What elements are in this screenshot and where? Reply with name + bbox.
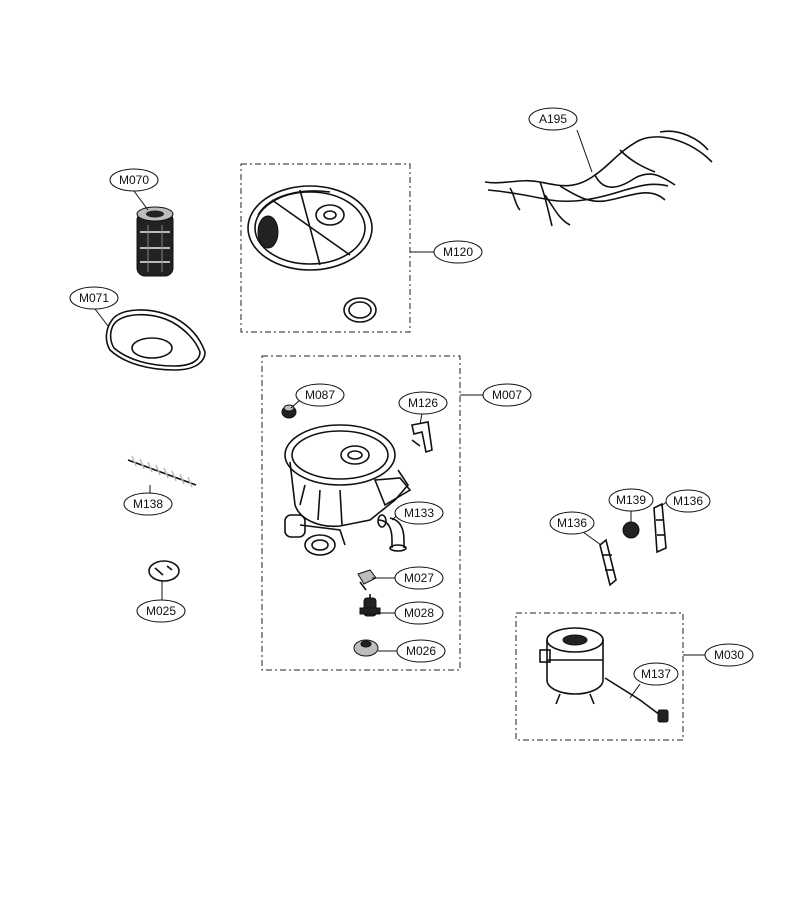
callout-m087: M087: [295, 383, 345, 407]
clip-part: [411, 421, 433, 454]
callout-m137: M137: [633, 662, 679, 686]
label-m139: M139: [616, 493, 646, 507]
label-m007: M007: [492, 388, 522, 402]
pump-motor-part: [539, 627, 604, 705]
callout-m025: M025: [136, 599, 186, 623]
callout-m030: M030: [704, 643, 754, 667]
group-box-m007: [261, 355, 461, 671]
round-plug-part: [622, 521, 640, 539]
label-m030: M030: [714, 648, 744, 662]
label-m136-left: M136: [557, 516, 587, 530]
callout-m026: M026: [396, 639, 446, 663]
callout-m120: M120: [433, 240, 483, 264]
callout-m126: M126: [398, 391, 448, 415]
callout-m007: M007: [482, 383, 532, 407]
label-m028: M028: [404, 606, 434, 620]
gasket-shield-part: [105, 309, 206, 371]
label-m071: M071: [79, 291, 109, 305]
leader-m071: [94, 308, 109, 327]
leader-m070: [133, 190, 149, 211]
callout-m136-right: M136: [665, 489, 711, 513]
label-m136-right: M136: [673, 494, 703, 508]
label-a195: A195: [539, 112, 567, 126]
label-m070: M070: [119, 173, 149, 187]
mount-bracket-right-part: [653, 502, 667, 554]
motor-cable-part: [604, 677, 669, 723]
leader-m136-left: [582, 531, 602, 546]
leader-m137: [629, 683, 641, 699]
filter-cylinder-part: [136, 206, 174, 277]
label-m126: M126: [408, 396, 438, 410]
leader-m126: [419, 413, 423, 425]
label-m133: M133: [404, 506, 434, 520]
wire-harness-part: [484, 130, 713, 227]
label-m087: M087: [305, 388, 335, 402]
callout-a195: A195: [528, 107, 578, 131]
callout-m136-left: M136: [549, 511, 595, 535]
leader-m087: [290, 399, 301, 409]
callout-m028: M028: [394, 601, 444, 625]
label-m138: M138: [133, 497, 163, 511]
label-m137: M137: [641, 667, 671, 681]
bracket-part: [357, 569, 377, 591]
callout-m133: M133: [394, 501, 444, 525]
group-box-m120: [240, 163, 411, 333]
spring-hose-part: [127, 455, 197, 488]
mount-bracket-left-part: [599, 538, 617, 587]
leader-a195: [576, 129, 593, 173]
callout-m138: M138: [123, 492, 173, 516]
nozzle-part: [281, 404, 297, 419]
filter-ring-part: [343, 297, 377, 323]
label-m026: M026: [406, 644, 436, 658]
sensor-part: [359, 594, 381, 617]
label-m027: M027: [404, 571, 434, 585]
small-disc-part: [148, 560, 180, 582]
callout-m027: M027: [394, 566, 444, 590]
label-m120: M120: [443, 245, 473, 259]
cap-part: [353, 639, 379, 657]
sump-body-part: [284, 424, 412, 556]
filter-disc-part: [247, 185, 373, 271]
label-m025: M025: [146, 604, 176, 618]
callout-m139: M139: [608, 488, 654, 512]
callout-m071: M071: [69, 286, 119, 310]
callout-m070: M070: [109, 168, 159, 192]
